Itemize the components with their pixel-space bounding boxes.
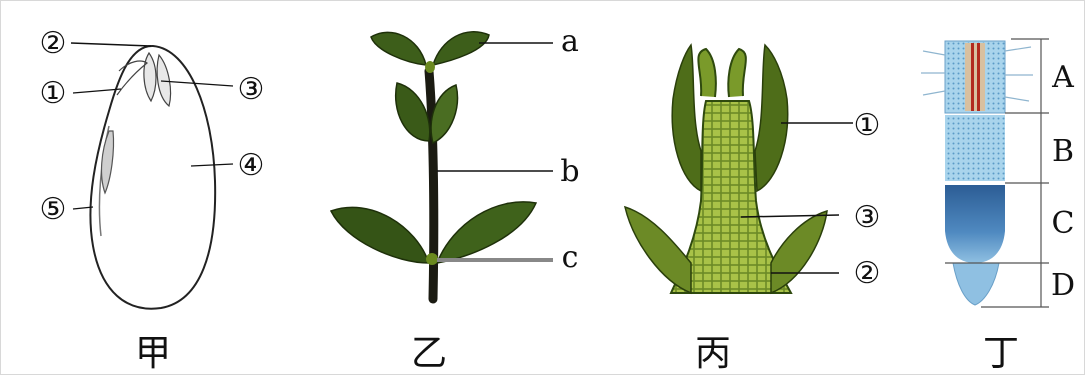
label-jia-4: ④ — [238, 148, 265, 183]
bud-primordium-left — [625, 207, 691, 293]
label-ding-d: D — [1051, 268, 1075, 303]
plumule — [144, 53, 171, 106]
leader-line-2 — [71, 43, 151, 46]
leader-line-4 — [191, 164, 233, 166]
label-ding-b: B — [1052, 134, 1074, 169]
bottom-leaf-right — [437, 202, 536, 263]
leader-line-3 — [161, 81, 233, 86]
young-leaf-right — [755, 45, 788, 191]
label-bing-2: ② — [854, 256, 881, 291]
label-jia-2: ② — [40, 26, 67, 61]
mid-leaf-left — [396, 83, 430, 141]
caption-bing: 丙 — [695, 333, 731, 374]
label-jia-3: ③ — [238, 72, 265, 107]
terminal-bud — [425, 61, 435, 73]
vascular-bundle — [965, 43, 985, 111]
young-leaf-left — [672, 45, 701, 191]
label-bing-1: ① — [854, 108, 881, 143]
xylem-right — [977, 43, 980, 111]
growing-point — [698, 49, 746, 97]
top-leaf-right — [433, 32, 489, 65]
radicle — [102, 131, 114, 193]
bottom-leaf-left — [331, 207, 429, 263]
caption-yi: 乙 — [411, 333, 447, 374]
figure-bing-bud: ① ③ ② 丙 — [625, 45, 880, 374]
label-bing-3: ③ — [854, 200, 881, 235]
label-ding-c: C — [1052, 206, 1075, 241]
zone-b-elongation — [945, 115, 1005, 181]
figure-jia-seed: ② ① ③ ④ ⑤ 甲 — [40, 26, 265, 374]
bud-primordium-right — [771, 211, 827, 293]
hypocotyl — [117, 61, 147, 95]
label-yi-c: c — [562, 240, 579, 275]
label-yi-a: a — [561, 24, 579, 59]
label-jia-5: ⑤ — [40, 192, 67, 227]
xylem-left — [971, 43, 974, 111]
axillary-bud — [426, 253, 438, 265]
caption-jia: 甲 — [135, 333, 171, 374]
figure-ding-root-tip: A B C D 丁 — [921, 39, 1075, 374]
label-jia-1: ① — [40, 76, 67, 111]
label-yi-b: b — [560, 154, 579, 189]
zone-c-meristem — [945, 185, 1005, 263]
label-ding-a: A — [1051, 60, 1074, 95]
caption-ding: 丁 — [983, 333, 1019, 374]
zone-d-root-cap — [953, 263, 999, 305]
top-leaf-left — [371, 32, 426, 65]
figure-yi-shoot: a b c 乙 — [331, 24, 580, 374]
